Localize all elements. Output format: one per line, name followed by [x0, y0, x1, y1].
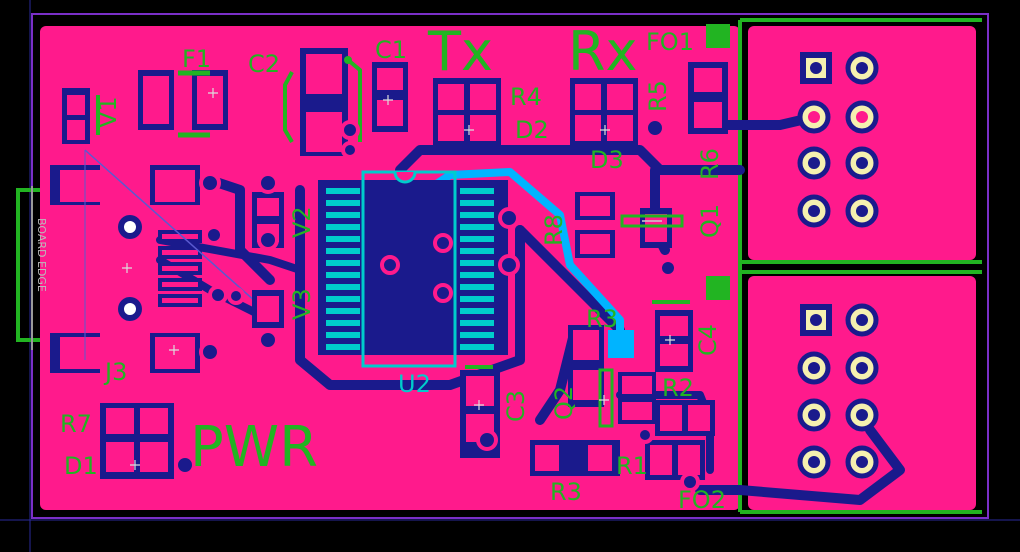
- label-d1: D1: [64, 452, 98, 480]
- label-v1: V1: [94, 96, 122, 128]
- j3-connector: [16, 149, 266, 373]
- lower-right-cluster: [530, 300, 715, 480]
- label-q2: Q2: [550, 386, 578, 420]
- label-r3-top: R3: [586, 305, 618, 333]
- label-c4: C4: [694, 324, 722, 356]
- label-r3-bottom: R3: [550, 478, 582, 506]
- label-f1: F1: [182, 45, 211, 73]
- label-r5: R5: [644, 80, 672, 112]
- label-r8: R8: [540, 214, 568, 246]
- label-u2: U2: [398, 370, 431, 398]
- v2-v3-components: [252, 192, 284, 328]
- q1-transistor: [575, 192, 684, 258]
- label-rx: Rx: [568, 20, 637, 83]
- f1-fuse: [138, 70, 228, 138]
- label-c3: C3: [502, 390, 530, 422]
- label-board-edge: BOARD EDGE: [35, 218, 48, 292]
- label-j3: J3: [103, 358, 127, 386]
- silk-frame: [738, 18, 982, 514]
- label-v3: V3: [288, 288, 316, 320]
- label-c2: C2: [248, 50, 280, 78]
- u2-ic: [318, 170, 508, 368]
- r7-d1-pair: [100, 403, 174, 479]
- label-c1: C1: [375, 36, 407, 64]
- label-d2: D2: [515, 116, 549, 144]
- header-top: [706, 24, 879, 228]
- label-pwr: PWR: [190, 415, 318, 480]
- label-v2: V2: [288, 206, 316, 238]
- c2-capacitor: [283, 48, 362, 156]
- label-r1: R1: [616, 452, 648, 480]
- v1-component: [62, 88, 100, 144]
- label-r4: R4: [510, 83, 542, 111]
- label-q1: Q1: [696, 204, 724, 238]
- header-bottom: [706, 276, 879, 479]
- label-fo2: FO2: [678, 486, 726, 514]
- label-r7: R7: [60, 410, 92, 438]
- r4-d2-pair: [433, 78, 501, 146]
- u2-pads-left: [326, 188, 360, 350]
- label-tx: Tx: [427, 20, 493, 83]
- label-r2: R2: [662, 374, 694, 402]
- label-d3: D3: [590, 146, 624, 174]
- r5-d3-pair: [570, 78, 638, 146]
- r6-resistor: [688, 62, 728, 134]
- label-r6: R6: [696, 148, 724, 180]
- center-markers: [122, 88, 675, 470]
- label-fo1: FO1: [646, 28, 694, 56]
- vias: [174, 117, 700, 492]
- u2-pads-right: [460, 188, 494, 350]
- c1-capacitor: [372, 62, 408, 132]
- highlighted-pad: [608, 330, 634, 358]
